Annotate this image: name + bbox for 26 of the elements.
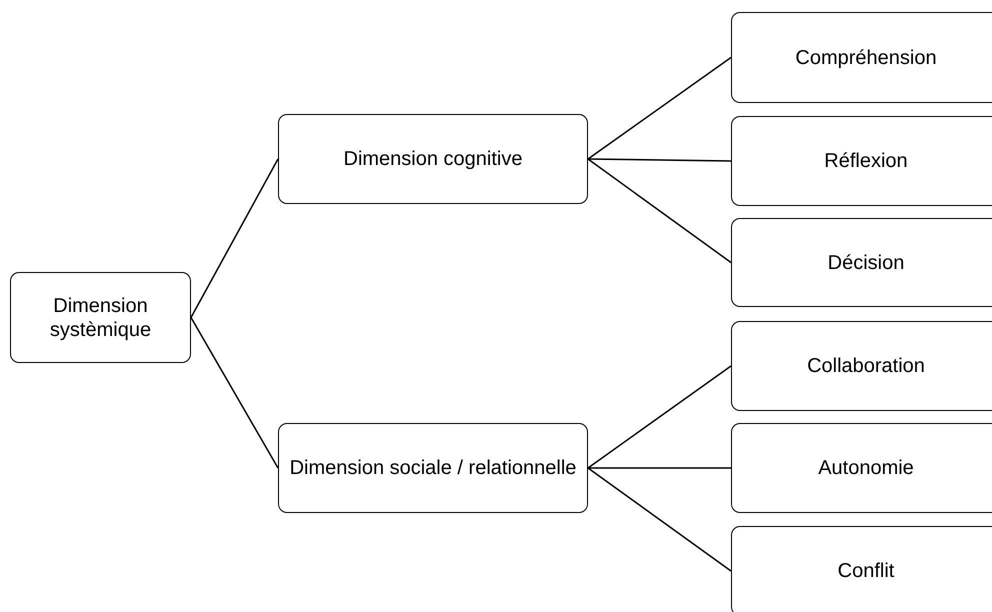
rounded-box: [731, 321, 992, 411]
node-label: Autonomie: [818, 456, 914, 480]
connector-line: [588, 467, 731, 469]
rounded-box: [278, 423, 588, 513]
node-label: Dimension systèmique: [48, 294, 152, 342]
node-label: Conflit: [838, 559, 894, 583]
connector-line: [190, 317, 279, 468]
connector-line: [190, 158, 279, 318]
rounded-box: [731, 12, 992, 103]
connector-line: [588, 56, 732, 160]
node-label: Compréhension: [795, 46, 937, 70]
node-label: Décision: [828, 250, 904, 274]
rounded-box: [731, 218, 992, 307]
node-label: Réflexion: [824, 149, 908, 173]
rounded-box: [278, 114, 588, 204]
rounded-box: [731, 116, 992, 206]
connector-line: [588, 365, 732, 469]
rounded-box: [731, 526, 992, 612]
connector-line: [588, 158, 732, 264]
node-label: Dimension sociale / relationnelle: [290, 456, 576, 480]
rounded-box: [731, 423, 992, 513]
connector-line: [588, 158, 731, 162]
node-label: Collaboration: [807, 354, 925, 378]
rounded-box: [10, 272, 191, 363]
node-label: Dimension cognitive: [344, 147, 522, 171]
connector-line: [588, 467, 732, 572]
